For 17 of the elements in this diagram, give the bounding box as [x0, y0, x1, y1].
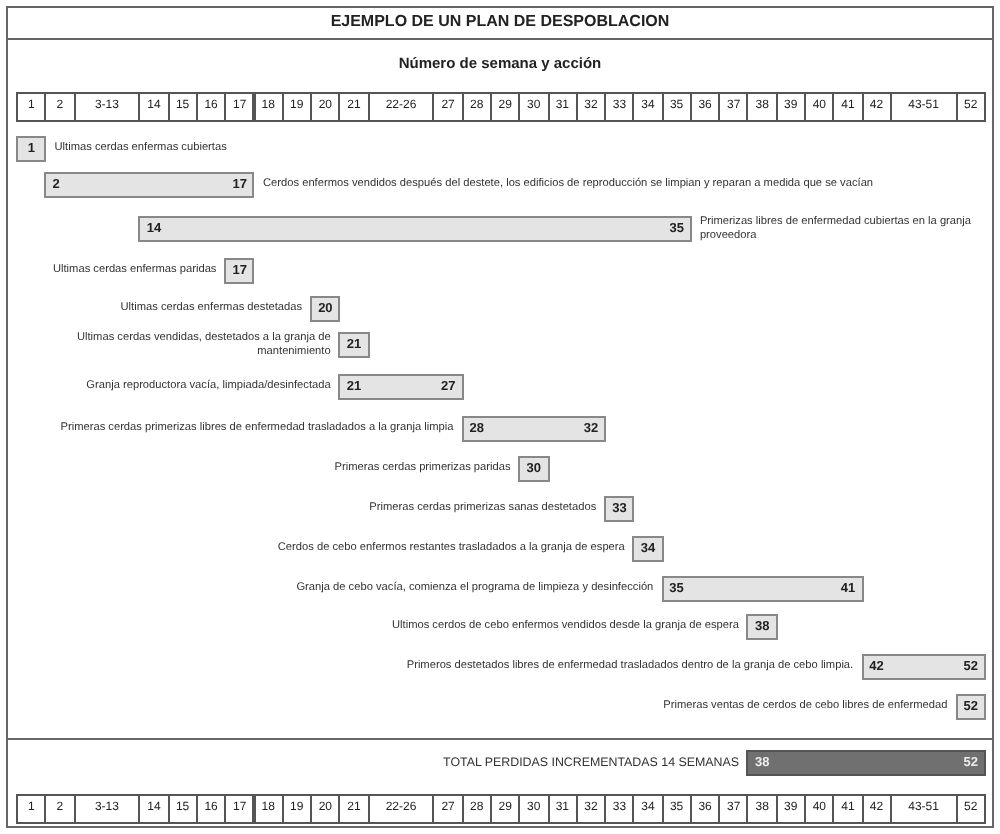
timeline-bar: [461, 416, 607, 442]
timeline-bar: [138, 216, 692, 242]
timeline-bar: [310, 296, 341, 322]
timeline-bar: [338, 374, 464, 400]
timeline-bar: [661, 576, 864, 602]
title: EJEMPLO DE UN PLAN DE DESPOBLACION: [328, 12, 672, 30]
total-bar: [746, 750, 986, 776]
timeline-bar: [955, 694, 986, 720]
timeline-bar: [632, 536, 664, 562]
timeline-bar: [44, 172, 255, 198]
timeline-bar: [746, 614, 778, 640]
timeline-bar: [16, 136, 47, 162]
timeline-bar: [518, 456, 550, 482]
timeline-bar: [338, 332, 370, 358]
timeline-bar: [224, 258, 255, 284]
timeline-bar: [861, 654, 986, 680]
timeline-bar: [604, 496, 635, 522]
